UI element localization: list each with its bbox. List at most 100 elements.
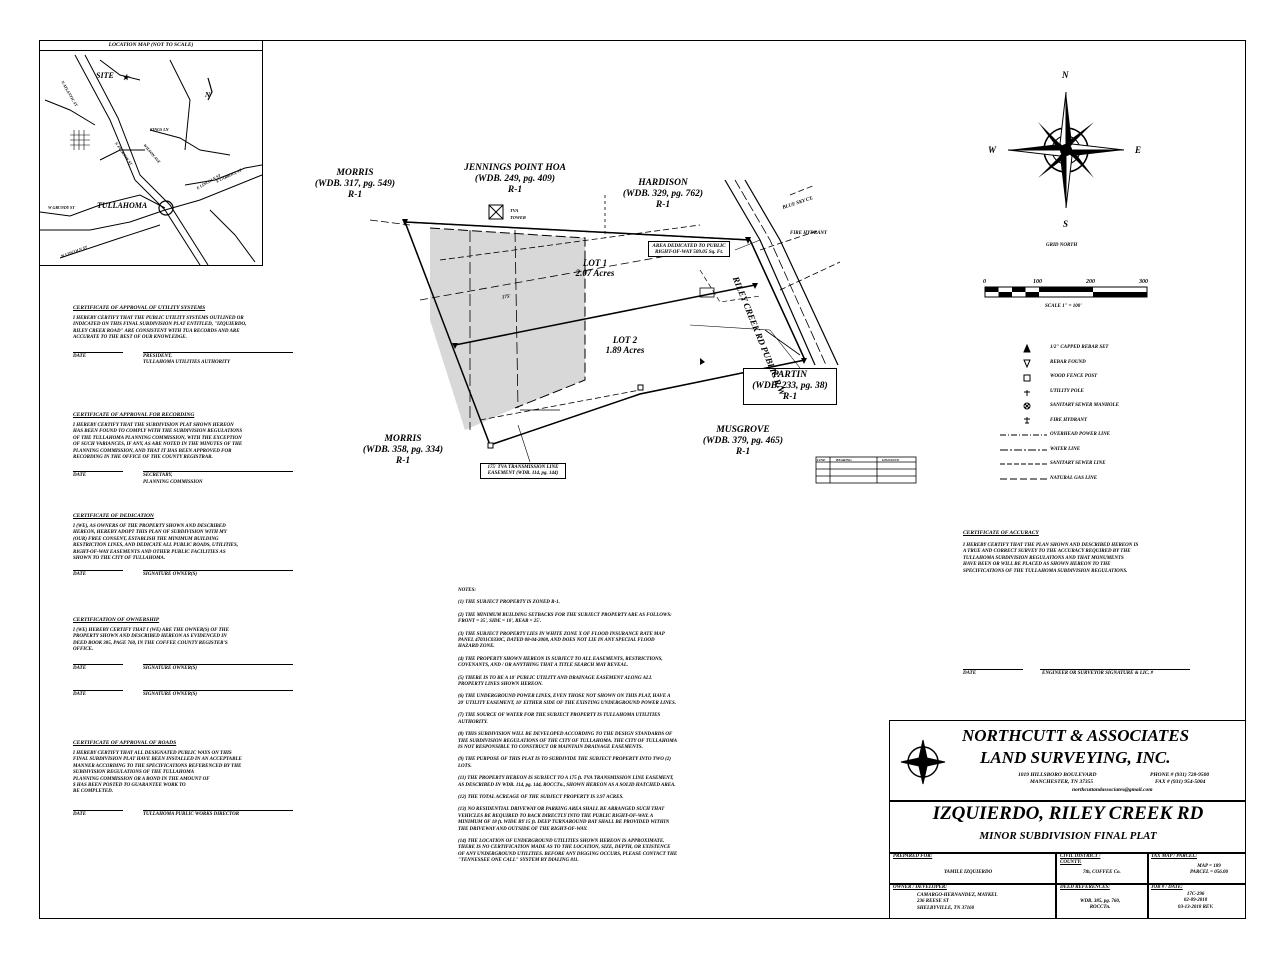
tb-owner-value: CAMARGO-HERNANDEZ, MAYKEL 236 REESE ST S… (917, 893, 998, 911)
notes-title: NOTES: (458, 588, 477, 593)
owner-deed: (WDB. 317, pg. 549) (314, 179, 396, 189)
cert-date-label: DATE (73, 811, 87, 817)
cert-body: I (WE) HEREBY CERTIFY THAT I (WE) ARE TH… (73, 628, 229, 653)
owner-deed: (WDB. 358, pg. 334) (362, 445, 444, 455)
svg-text:★: ★ (122, 73, 131, 82)
legend-item: 1/2" CAPPED REBAR SET (1050, 345, 1109, 350)
legend: 1/2" CAPPED REBAR SET REBAR FOUND WOOD F… (1050, 344, 1170, 489)
owner-zone: R-1 (782, 392, 798, 402)
cert-date-label: DATE (73, 691, 87, 697)
owner-name: MUSGROVE (716, 425, 770, 435)
note-item: (1) THE SUBJECT PROPERTY IS ZONED R-1. (458, 600, 560, 606)
owner-jennings: JENNINGS POINT HOA (WDB. 249, pg. 409) R… (445, 163, 585, 196)
lot-2-label: LOT 2 1.89 Acres (590, 335, 660, 355)
cert-title: CERTIFICATION OF OWNERSHIP (73, 617, 160, 623)
site-label: SITE (96, 71, 114, 80)
tb-tax-map-value: MAP = 189 PARCEL = 056.00 (1190, 864, 1228, 876)
cert-body: I HEREBY CERTIFY THAT THE PLAN SHOWN AND… (963, 543, 1139, 574)
legend-item: OVERHEAD POWER LINE (1050, 432, 1111, 437)
owner-name: MORRIS (336, 168, 374, 178)
note-item: (11) THE PROPERTY HEREON IS SUBJECT TO A… (458, 776, 676, 788)
cert-body: I HEREBY CERTIFY THAT THE SUBDIVISION PL… (73, 423, 243, 461)
owner-morris-top: MORRIS (WDB. 317, pg. 549) R-1 (300, 168, 410, 201)
tb-job (1148, 884, 1246, 919)
scale-tick-300: 300 (1139, 279, 1148, 285)
scale-tick-200: 200 (1086, 279, 1095, 285)
easement-width-label: 175' (501, 294, 512, 301)
legend-item: NATURAL GAS LINE (1050, 475, 1098, 481)
tb-civil-district-label: CIVIL DISTRICT / COUNTY: (1060, 854, 1101, 866)
owner-partin: PARTIN (WDB. 233, pg. 38) R-1 (743, 368, 837, 405)
company-fax: FAX # (931) 954-5004 (1155, 779, 1206, 785)
project-title: IZQUIERDO, RILEY CREEK RD (932, 803, 1204, 824)
tb-deed (1056, 884, 1148, 919)
note-item: (8) THIS SUBDIVISION WILL BE DEVELOPED A… (458, 732, 678, 750)
compass-n: N (1062, 70, 1069, 80)
note-item: (13) NO RESIDENTIAL DRIVEWAY OR PARKING … (458, 807, 670, 832)
cert-recording: CERTIFICATE OF APPROVAL FOR RECORDING I … (73, 412, 308, 485)
owner-hardison: HARDISON (WDB. 329, pg. 762) R-1 (608, 178, 718, 211)
line-table-h-distance: DISTANCE (882, 458, 900, 462)
cert-date-label: DATE (73, 665, 87, 671)
compass-caption: GRID NORTH (1046, 243, 1078, 248)
note-item: (14) THE LOCATION OF UNDERGROUND UTILITI… (458, 838, 678, 864)
cert-ownership: CERTIFICATION OF OWNERSHIP I (WE) HEREBY… (73, 617, 308, 700)
cert-signature-row: DATE SIGNATURE OWNER(S) (73, 566, 308, 580)
tb-deed-value: WDB. 385, pg. 760, ROCCTn. (1080, 899, 1121, 911)
tb-tax-map-label: TAX MAP / PARCEL: (1151, 854, 1197, 859)
cert-signature-row: DATE TULLAHOMA PUBLIC WORKS DIRECTOR (73, 806, 308, 820)
legend-item: UTILITY POLE (1050, 388, 1084, 394)
compass-s: S (1063, 219, 1069, 229)
accuracy-sig-label: ENGINEER OR SURVEYOR SIGNATURE & LIC. # (1042, 671, 1154, 676)
owner-zone: R-1 (347, 190, 363, 200)
owner-name: PARTIN (772, 370, 808, 380)
tullahoma-label: TULLAHOMA (97, 201, 148, 210)
cert-sig-label: SIGNATURE OWNER(S) (143, 665, 198, 671)
cert-date-label: DATE (73, 353, 87, 359)
location-map (39, 40, 263, 266)
note-item: (4) THE PROPERTY SHOWN HEREON IS SUBJECT… (458, 656, 663, 669)
note-item: (6) THE UNDERGROUND POWER LINES, EVEN TH… (458, 694, 677, 706)
tb-prepared-for-label: PREPARED FOR: (893, 854, 933, 859)
cert-signature-row: DATE PRESIDENT, TULLAHOMA UTILITIES AUTH… (73, 346, 308, 366)
title-block-project (889, 801, 1246, 853)
tb-job-value: 17C-296 02-09-2018 03-13-2018 REV. (1178, 892, 1214, 910)
cert-sig-label: SIGNATURE OWNER(S) (143, 691, 198, 697)
note-item: (5) THERE IS TO BE A 10' PUBLIC UTILITY … (458, 675, 653, 688)
cert-signature-row: DATE SECRETARY, PLANNING COMMISSION (73, 465, 308, 485)
tb-owner (889, 884, 1056, 919)
compass-e: E (1135, 145, 1142, 155)
scale-tick-100: 100 (1033, 279, 1042, 285)
note-item: (7) THE SOURCE OF WATER FOR THE SUBJECT … (458, 713, 661, 725)
legend-item: WATER LINE (1050, 446, 1081, 452)
cert-utility: CERTIFICATE OF APPROVAL OF UTILITY SYSTE… (73, 305, 308, 366)
owner-morris-bottom: MORRIS (WDB. 358, pg. 334) R-1 (348, 434, 458, 467)
tb-civil-district-value: 7th, COFFEE Co. (1083, 870, 1121, 875)
compass-w: W (988, 145, 997, 155)
tva-tower-label: TVA TOWER (510, 208, 526, 220)
cert-signature-row-2: DATE SIGNATURE OWNER(S) (73, 686, 308, 700)
fire-hydrant-label: FIRE HYDRANT (790, 231, 828, 236)
note-item: (12) THE TOTAL ACREAGE OF THE SUBJECT PR… (458, 794, 624, 800)
cert-sig-label: TULLAHOMA PUBLIC WORKS DIRECTOR (143, 811, 240, 817)
cert-title: CERTIFICATE OF APPROVAL FOR RECORDING (73, 412, 195, 418)
cert-body: I (WE), AS OWNERS OF THE PROPERTY SHOWN … (73, 524, 239, 562)
accuracy-date-label: DATE (963, 671, 977, 676)
accuracy-sig-line (1040, 669, 1190, 670)
tva-easement-box: 175' TVA TRANSMISSION LINE EASEMENT (WDB… (480, 463, 566, 479)
cert-date-label: DATE (73, 572, 87, 578)
cert-title: CERTIFICATE OF DEDICATION (73, 513, 154, 519)
plat-border (39, 40, 1246, 919)
lot-name: LOT 2 (612, 335, 638, 345)
cert-sig-label: SIGNATURE OWNER(S) (143, 572, 198, 578)
cert-title: CERTIFICATE OF APPROVAL OF UTILITY SYSTE… (73, 305, 206, 311)
note-item: (9) THE PURPOSE OF THIS PLAT IS TO SUBDI… (458, 757, 671, 769)
lot-name: LOT 1 (582, 258, 608, 268)
company-name-2: LAND SURVEYING, INC. (980, 748, 1171, 767)
accuracy-date-line (963, 669, 1023, 670)
company-phone: PHONE # (931) 728-9500 (1150, 772, 1210, 778)
owner-name: MORRIS (384, 434, 422, 444)
owner-deed: (WDB. 233, pg. 38) (752, 381, 828, 391)
owner-zone: R-1 (735, 447, 751, 457)
tb-deed-label: DEED REFERENCES: (1060, 885, 1110, 890)
